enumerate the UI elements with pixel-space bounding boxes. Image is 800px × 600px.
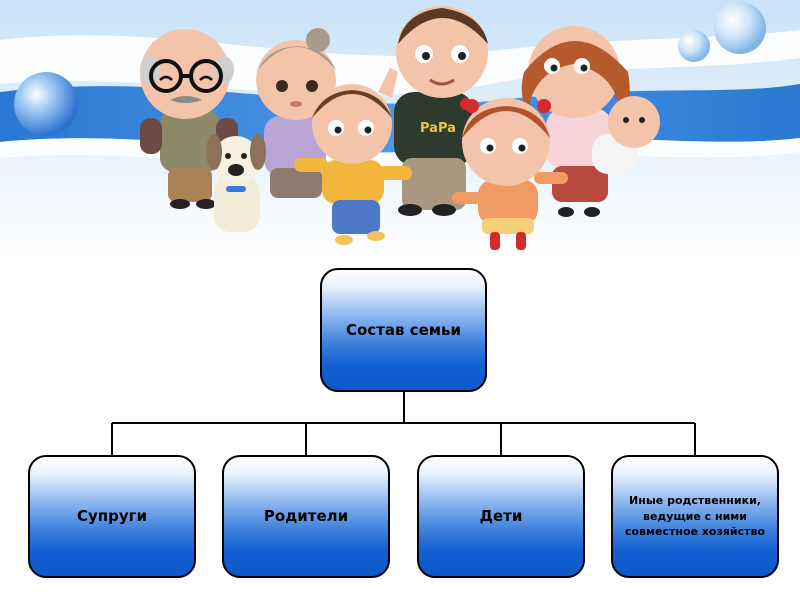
child-node-label: Родители: [263, 507, 349, 526]
root-node-family-composition: Состав семьи: [320, 268, 487, 392]
dog-figure: [206, 134, 266, 232]
child-node-label: Дети: [479, 507, 523, 526]
child-node-parents: Родители: [222, 455, 390, 578]
child-node-label: Иные родственники, ведущие с ними совмес…: [624, 493, 766, 539]
child-node-label: Супруги: [76, 507, 147, 526]
mama-figure: [521, 26, 630, 217]
root-node-label: Состав семьи: [345, 320, 462, 339]
svg-text:PaPa: PaPa: [420, 121, 456, 136]
family-illustration: PaPa: [140, 6, 660, 250]
bubble-decoration: [678, 30, 710, 62]
bubble-decoration: [714, 2, 766, 54]
bubble-decoration: [14, 72, 78, 136]
child-node-children: Дети: [417, 455, 585, 578]
child-node-other-relatives: Иные родственники, ведущие с ними совмес…: [611, 455, 779, 578]
boy-figure: [294, 84, 412, 245]
child-node-spouses: Супруги: [28, 455, 196, 578]
papa-figure: PaPa: [378, 6, 488, 216]
grandfather-figure: [140, 29, 238, 209]
grandmother-figure: [256, 28, 336, 198]
girl-figure: [452, 98, 568, 250]
baby-figure: [592, 96, 660, 174]
